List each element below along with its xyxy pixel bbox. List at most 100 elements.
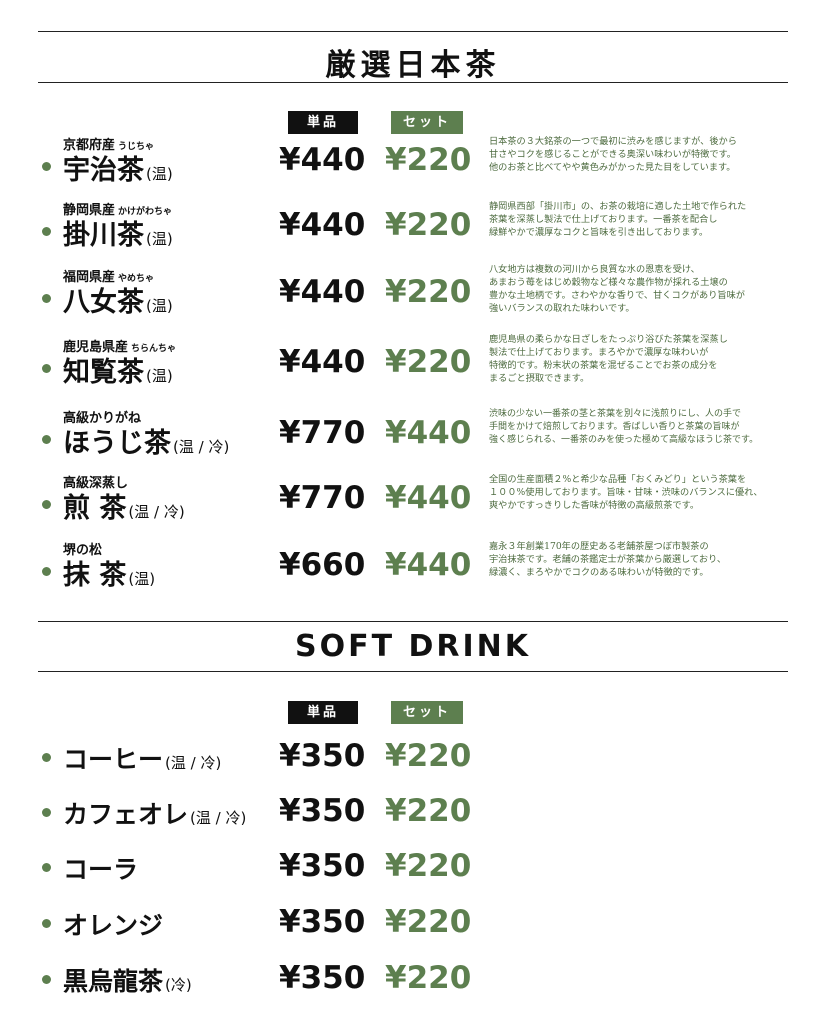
- drink-name-text: コーヒー: [63, 745, 164, 774]
- tea-name: 煎 茶(温 / 冷): [63, 486, 185, 525]
- drink-temp: (温 / 冷): [165, 754, 222, 772]
- tea-origin-text: 福岡県産: [63, 270, 116, 285]
- tea-price-single: ¥440: [279, 142, 366, 178]
- tea-temp: (温): [146, 230, 173, 248]
- bullet-dot: [42, 863, 51, 872]
- tea-name-text: ほうじ茶: [63, 428, 171, 459]
- tea-temp: (温): [146, 297, 173, 315]
- drink-price-single: ¥350: [279, 960, 366, 996]
- tea-name-text: 八女茶: [63, 287, 144, 318]
- tea-section-title: 厳選日本茶: [325, 48, 501, 83]
- tea-description: 渋味の少ない一番茶の茎と茶葉を別々に浅煎りにし、人の手で 手間をかけて焙煎してお…: [489, 409, 759, 445]
- tea-price-single: ¥660: [279, 547, 366, 583]
- drink-price-single: ¥350: [279, 904, 366, 940]
- drink-price-set: ¥220: [385, 738, 472, 774]
- tea-reading: ちらんちゃ: [131, 344, 177, 354]
- drink-price-set: ¥220: [385, 904, 472, 940]
- tea-description: 八女地方は複数の河川から良質な水の恩恵を受け、 あまおう苺をはじめ穀物など様々な…: [489, 264, 745, 314]
- tea-origin: 高級かりがね: [63, 407, 141, 426]
- drink-temp: (温 / 冷): [190, 809, 247, 827]
- tea-origin-text: 堺の松: [63, 543, 103, 558]
- bullet-dot: [42, 753, 51, 762]
- tea-temp: (温 / 冷): [173, 438, 230, 456]
- tea-price-set: ¥440: [385, 480, 472, 516]
- drink-single-label: 単品: [288, 701, 358, 724]
- tea-temp: (温): [128, 570, 156, 588]
- bullet-dot: [42, 500, 51, 509]
- drink-price-single: ¥350: [279, 793, 366, 829]
- tea-description: 全国の生産面積２%と希少な品種「おくみどり」という茶葉を １００%使用しておりま…: [489, 474, 763, 511]
- tea-name-text: 宇治茶: [63, 155, 144, 186]
- bullet-dot: [42, 435, 51, 444]
- tea-origin: 高級深蒸し: [63, 472, 128, 491]
- tea-reading: かけがわちゃ: [118, 207, 173, 217]
- bullet-dot: [42, 808, 51, 817]
- tea-price-set: ¥440: [385, 415, 472, 451]
- tea-reading: うじちゃ: [118, 142, 155, 152]
- bullet-dot: [42, 294, 51, 303]
- drink-name: コーラ: [63, 850, 138, 886]
- tea-set-label: セット: [391, 111, 463, 134]
- bullet-dot: [42, 567, 51, 576]
- drink-row: オレンジ ¥350 ¥220: [0, 904, 830, 944]
- drink-section-title: SOFT DRINK: [294, 629, 532, 664]
- tea-temp: (温): [146, 367, 173, 385]
- drink-price-set: ¥220: [385, 793, 472, 829]
- drink-name: 黒烏龍茶(冷): [63, 962, 192, 998]
- tea-name: ほうじ茶(温 / 冷): [63, 421, 229, 460]
- tea-price-set: ¥440: [385, 547, 472, 583]
- tea-name: 知覧茶(温): [63, 350, 173, 389]
- tea-origin: 静岡県産かけがわちゃ: [63, 199, 172, 218]
- tea-price-set: ¥220: [385, 274, 472, 310]
- tea-origin-text: 高級かりがね: [63, 411, 142, 426]
- tea-price-single: ¥440: [279, 274, 366, 310]
- drink-row: カフェオレ(温 / 冷) ¥350 ¥220: [0, 793, 830, 833]
- tea-origin-text: 静岡県産: [63, 203, 116, 218]
- tea-name-text: 知覧茶: [63, 357, 144, 388]
- drink-title-divider: [38, 671, 788, 672]
- drink-price-set: ¥220: [385, 960, 472, 996]
- drink-name: オレンジ: [63, 906, 163, 942]
- tea-origin-text: 高級深蒸し: [63, 476, 129, 491]
- drink-price-single: ¥350: [279, 848, 366, 884]
- tea-origin-text: 鹿児島県産: [63, 340, 129, 355]
- tea-price-set: ¥220: [385, 344, 472, 380]
- tea-name: 八女茶(温): [63, 280, 173, 319]
- tea-temp: (温): [146, 165, 173, 183]
- drink-row: コーラ¥350¥220: [0, 848, 830, 888]
- tea-reading: やめちゃ: [118, 274, 155, 284]
- tea-name-text: 掛川茶: [63, 220, 144, 251]
- tea-description: 日本茶の３大銘茶の一つで最初に渋みを感じますが、後から 甘さやコクを感じることが…: [489, 136, 737, 173]
- drink-name-text: オレンジ: [63, 911, 164, 940]
- tea-price-single: ¥770: [279, 480, 366, 516]
- drink-name: コーヒー(温 / 冷): [63, 740, 221, 776]
- drink-name: カフェオレ(温 / 冷): [63, 795, 246, 831]
- tea-origin: 福岡県産やめちゃ: [63, 266, 154, 285]
- bullet-dot: [42, 919, 51, 928]
- bullet-dot: [42, 162, 51, 171]
- drink-row: コーヒー(温 / 冷) ¥350 ¥220: [0, 738, 830, 778]
- bullet-dot: [42, 975, 51, 984]
- tea-name: 抹 茶(温): [63, 553, 155, 592]
- tea-price-single: ¥770: [279, 415, 366, 451]
- tea-price-single: ¥440: [279, 207, 366, 243]
- drink-temp: (冷): [165, 976, 192, 994]
- tea-origin: 堺の松: [63, 539, 102, 558]
- top-divider: [38, 31, 788, 32]
- tea-temp: (温 / 冷): [128, 503, 185, 521]
- tea-description: 鹿児島県の柔らかな日ざしをたっぷり浴びた茶葉を深蒸し 製法で仕上げております。ま…: [489, 334, 728, 384]
- tea-price-set: ¥220: [385, 142, 472, 178]
- tea-name: 宇治茶(温): [63, 148, 173, 187]
- drink-name-text: コーラ: [63, 855, 139, 884]
- drink-price-single: ¥350: [279, 738, 366, 774]
- drink-name-text: 黒烏龍茶: [63, 967, 164, 996]
- tea-name-text: 煎 茶: [63, 493, 127, 524]
- tea-description: 静岡県西部「掛川市」の、お茶の栽培に適した土地で作られた 茶葉を深蒸し製法で仕上…: [489, 201, 747, 238]
